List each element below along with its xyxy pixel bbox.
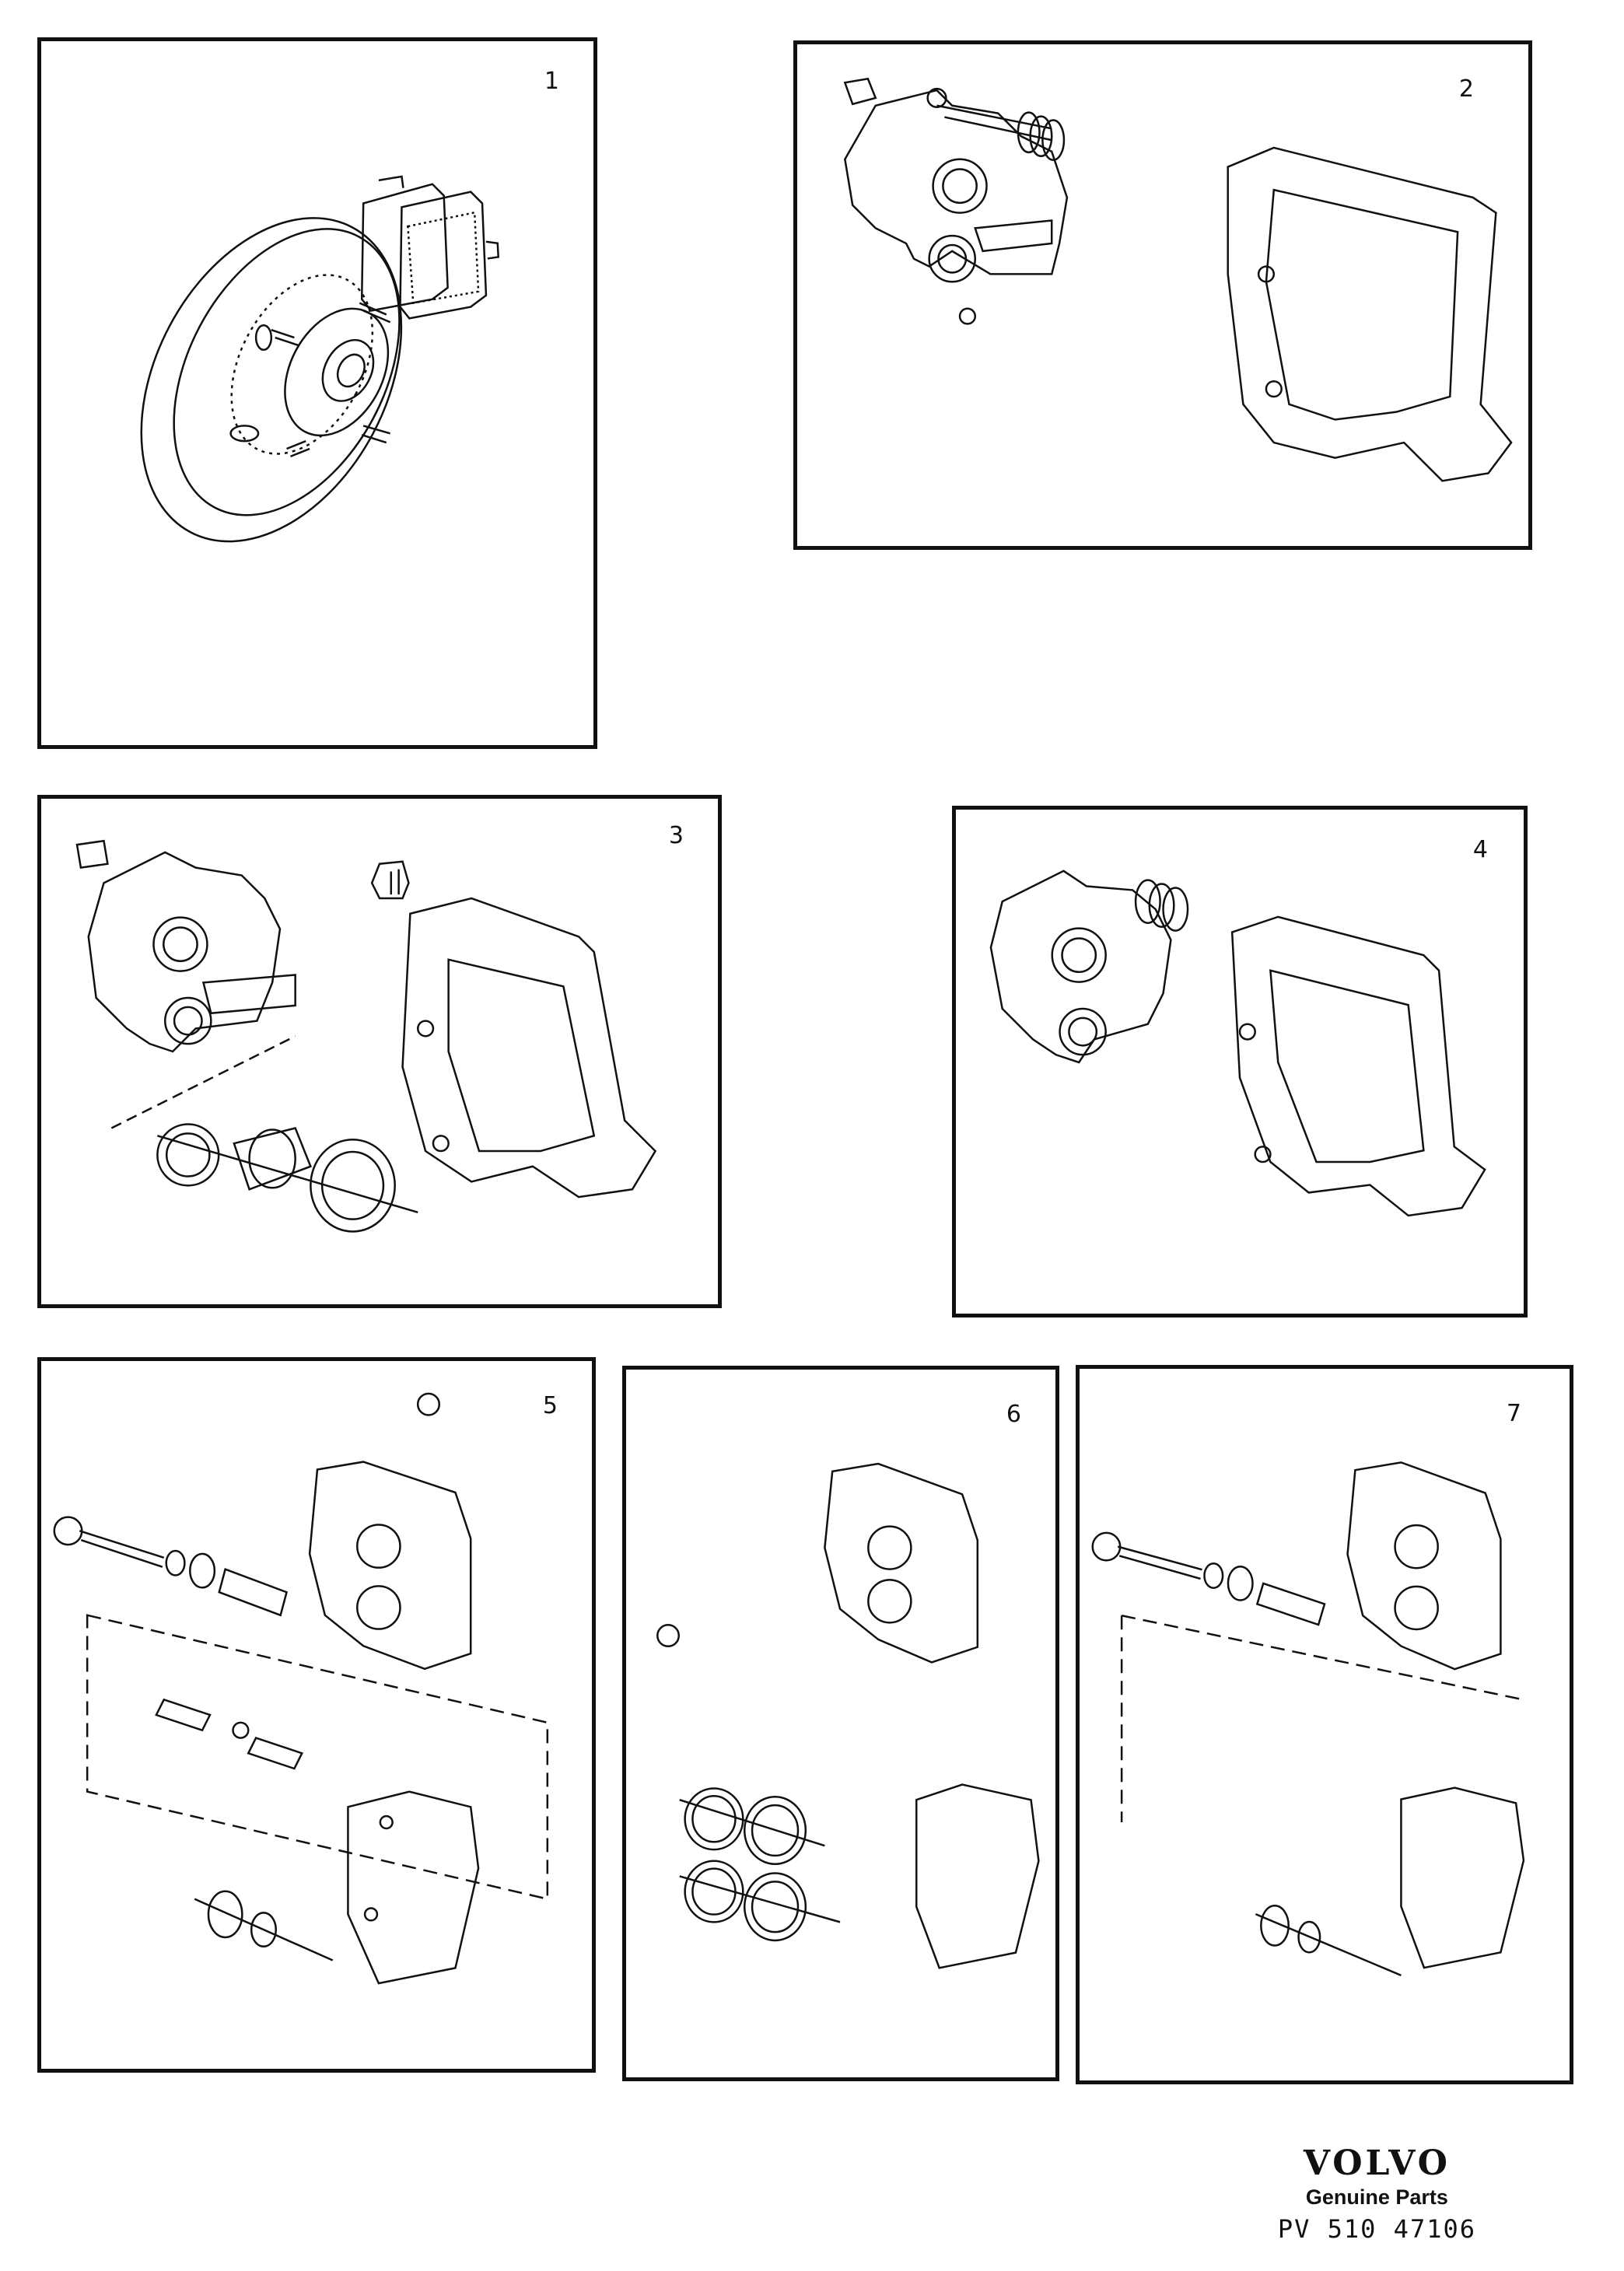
brake-disc-drawing	[41, 41, 593, 745]
diagram-panel-6: 6	[622, 1366, 1059, 2081]
bleed-screw	[77, 841, 107, 867]
piston-seal-set	[111, 1036, 418, 1231]
panel-number: 1	[544, 68, 559, 95]
diagram-panel-4: 4	[952, 806, 1528, 1317]
genuine-parts-label: Genuine Parts	[1305, 2185, 1448, 2209]
caliper-bracket	[1228, 148, 1511, 481]
diagram-panel-7: 7	[1076, 1365, 1573, 2084]
caliper-bracket	[1232, 917, 1485, 1216]
seal-kit-drawing	[626, 1370, 1055, 2077]
panel-number: 4	[1472, 836, 1488, 863]
dashed-kit-outline	[87, 1615, 548, 1899]
caliper-assembly-drawing	[956, 810, 1524, 1314]
caliper-housing	[845, 89, 1067, 324]
diagram-reference-number: PV 510 47106	[1277, 2214, 1476, 2244]
panel-number: 2	[1458, 75, 1474, 103]
diagram-panel-3: 3	[37, 795, 722, 1308]
bleed-cap	[657, 1625, 679, 1646]
panel-number: 7	[1506, 1400, 1521, 1427]
caliper-bracket-outline	[916, 1785, 1038, 1968]
caliper-housing-outline	[310, 1462, 471, 1669]
parts-footer: VOLVO Genuine Parts PV 510 47106	[1277, 2143, 1476, 2245]
caliper-bracket	[372, 862, 655, 1197]
caliper-drawing	[797, 44, 1528, 546]
caliper-piston-drawing	[41, 799, 718, 1304]
panel-number: 3	[668, 822, 684, 849]
caliper-housing	[89, 852, 296, 1052]
piston-seals	[680, 1788, 840, 1940]
diagram-panel-1: 1	[37, 37, 597, 749]
caliper-housing-outline	[824, 1464, 977, 1662]
brake-pads	[362, 177, 499, 318]
bolt-and-bushing-set	[54, 1394, 439, 1961]
caliper-bracket-outline	[348, 1792, 478, 1984]
caliper-housing-outline	[1348, 1462, 1501, 1669]
panel-number: 6	[1006, 1401, 1021, 1428]
bolt-kit-drawing	[1080, 1369, 1570, 2080]
diagram-panel-2: 2	[793, 40, 1532, 550]
wheel-hub	[231, 291, 409, 457]
brake-disc	[89, 173, 454, 586]
bolt-and-bushing-set	[1093, 1533, 1402, 1975]
diagram-panel-5: 5	[37, 1357, 596, 2073]
guide-pin-kit-drawing	[41, 1361, 592, 2069]
caliper-housing	[991, 871, 1171, 1062]
guide-pin-and-bolt	[845, 79, 1064, 159]
guide-sleeve	[1136, 880, 1188, 931]
panel-number: 5	[542, 1392, 558, 1419]
caliper-bracket-outline	[1401, 1788, 1524, 1968]
dashed-kit-outline	[1122, 1615, 1524, 1822]
volvo-logo: VOLVO	[1303, 2143, 1451, 2183]
